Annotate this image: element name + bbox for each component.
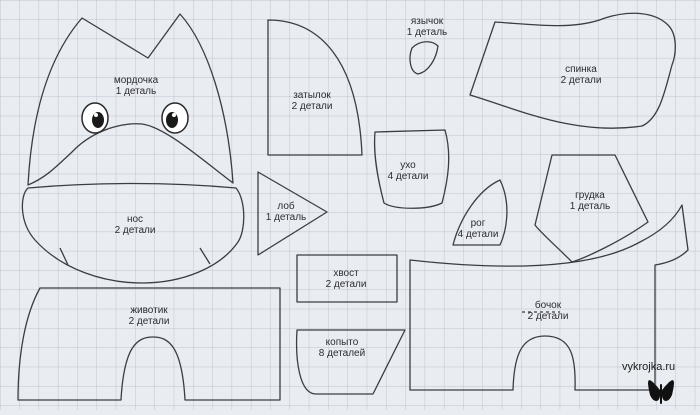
label-face-count: 1 деталь — [115, 86, 157, 97]
label-horn-name: рог — [470, 218, 486, 229]
label-forehead-name: лоб — [277, 201, 295, 212]
piece-horn-outline — [452, 179, 508, 246]
label-nape-count: 2 детали — [291, 101, 333, 112]
piece-forehead-outline — [257, 171, 328, 256]
label-tail: хвост 2 детали — [326, 268, 367, 290]
right-eye-icon — [161, 102, 189, 134]
label-back: спинка 2 детали — [561, 64, 602, 86]
label-forehead: лоб 1 деталь — [266, 201, 306, 223]
piece-side-outline — [409, 204, 689, 391]
piece-face-outline — [27, 13, 234, 186]
piece-nose-outline — [21, 182, 245, 284]
label-hoof-count: 8 деталей — [318, 348, 366, 359]
label-tail-count: 2 детали — [325, 279, 367, 290]
label-back-name: спинка — [565, 64, 597, 75]
piece-back-outline — [469, 12, 676, 129]
site-watermark: vykrojka.ru — [622, 361, 676, 373]
label-face: мордочка 1 деталь — [114, 75, 158, 97]
label-tongue: язычок 1 деталь — [407, 16, 447, 38]
label-nose-name: нос — [126, 214, 144, 225]
piece-belly-outline — [17, 287, 281, 401]
label-belly-count: 2 детали — [128, 316, 170, 327]
label-horn-count: 4 детали — [457, 229, 499, 240]
label-nose-count: 2 детали — [114, 225, 156, 236]
label-ear-count: 4 детали — [387, 171, 429, 182]
label-chest-count: 1 деталь — [569, 201, 611, 212]
label-chest-name: грудка — [575, 190, 605, 201]
label-horn: рог 4 детали — [458, 218, 499, 240]
piece-tail-outline — [296, 254, 398, 303]
label-tail-name: хвост — [333, 268, 359, 279]
label-forehead-count: 1 деталь — [265, 212, 307, 223]
label-nape-name: затылок — [293, 90, 331, 101]
left-eye-icon — [81, 102, 109, 134]
piece-chest-outline — [534, 154, 649, 263]
label-belly: животик 2 детали — [129, 305, 170, 327]
label-side-name: бочок — [534, 300, 562, 311]
label-belly-name: животик — [130, 305, 168, 316]
label-hoof-name: копыто — [325, 337, 359, 348]
label-back-count: 2 детали — [560, 75, 602, 86]
label-ear: ухо 4 детали — [388, 160, 429, 182]
piece-nape-outline — [267, 19, 363, 156]
label-tongue-count: 1 деталь — [406, 27, 448, 38]
nostril-marks — [59, 247, 211, 266]
label-nose: нос 2 детали — [115, 214, 156, 236]
label-ear-name: ухо — [400, 160, 416, 171]
label-tongue-name: язычок — [410, 16, 444, 27]
piece-tongue-outline — [409, 41, 439, 75]
butterfly-logo-icon — [648, 380, 674, 404]
label-side: бочок 2 детали — [528, 300, 569, 322]
label-face-name: мордочка — [113, 75, 159, 86]
label-nape: затылок 2 детали — [292, 90, 333, 112]
piece-ear-outline — [373, 129, 450, 209]
label-side-count: 2 детали — [527, 311, 569, 322]
label-hoof: копыто 8 деталей — [319, 337, 365, 359]
piece-hoof-outline — [295, 329, 406, 395]
label-chest: грудка 1 деталь — [570, 190, 610, 212]
